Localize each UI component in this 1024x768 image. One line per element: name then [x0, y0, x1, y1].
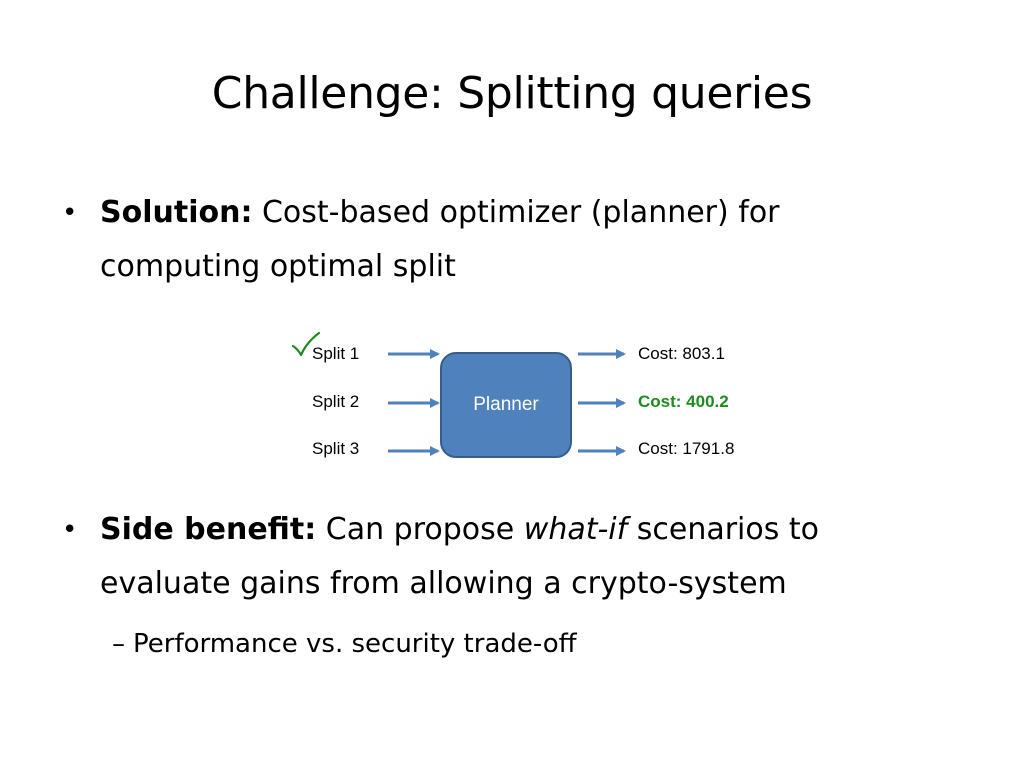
bullet-text-pre: Can propose: [316, 512, 524, 547]
bullet-text-line2: evaluate gains from allowing a crypto-sy…: [100, 566, 787, 601]
split-label: Split 3: [312, 439, 360, 458]
checkmark-icon: [291, 331, 321, 357]
bullet-text: Side benefit: Can propose what-if scenar…: [100, 503, 992, 611]
sub-bullet-text: Performance vs. security trade-off: [133, 629, 577, 659]
split-label: Split 2: [312, 392, 360, 411]
sub-bullet: –Performance vs. security trade-off: [112, 620, 577, 668]
bullet-bold-label: Solution:: [100, 195, 253, 230]
bullet-dot: •: [62, 515, 78, 545]
bullet-side-benefit: • Side benefit: Can propose what-if scen…: [62, 503, 992, 611]
bullet-bold-label: Side benefit:: [100, 512, 317, 547]
bullet-text: Solution: Cost-based optimizer (planner)…: [100, 186, 992, 294]
cost-label-selected: Cost: 400.2: [638, 392, 729, 411]
planner-diagram: Split 1 Split 2 Split 3 Planner Cost: 80…: [290, 330, 810, 480]
bullet-italic-text: what-if: [523, 512, 628, 547]
sub-bullet-dash: –: [112, 629, 125, 659]
slide-title: Challenge: Splitting queries: [211, 68, 813, 119]
bullet-text-line1: Cost-based optimizer (planner) for: [252, 195, 780, 230]
cost-label: Cost: 1791.8: [638, 439, 735, 458]
planner-box: Planner: [440, 352, 572, 458]
diagram-arrows: [388, 349, 626, 456]
planner-label: Planner: [473, 394, 539, 415]
cost-label: Cost: 803.1: [638, 344, 725, 363]
bullet-text-line2: computing optimal split: [100, 249, 456, 284]
bullet-dot: •: [62, 198, 78, 228]
split-label: Split 1: [312, 344, 360, 363]
bullet-solution: • Solution: Cost-based optimizer (planne…: [62, 186, 992, 294]
bullet-text-post: scenarios to: [627, 512, 820, 547]
